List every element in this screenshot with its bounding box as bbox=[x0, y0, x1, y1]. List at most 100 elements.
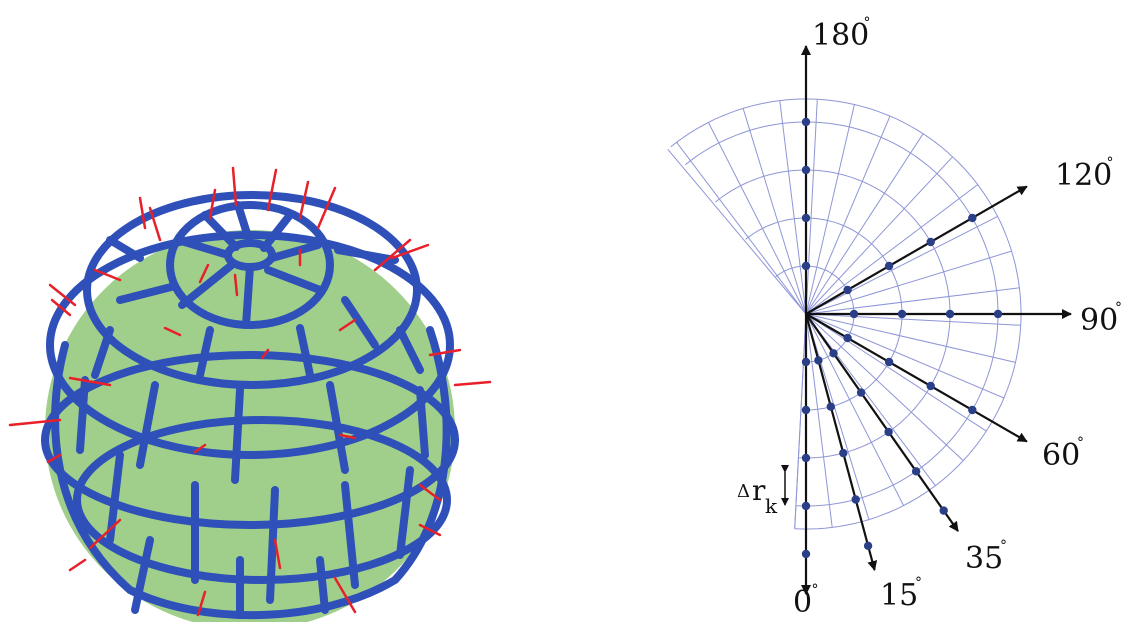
normal-vector bbox=[233, 273, 239, 297]
normal-vector bbox=[198, 263, 210, 284]
polar-grid-radial bbox=[779, 100, 807, 315]
sphere-meridian bbox=[416, 386, 429, 459]
normal-vector bbox=[338, 318, 357, 332]
normal-vector bbox=[88, 518, 122, 550]
angle-label-180: 180 bbox=[812, 18, 869, 53]
sample-point bbox=[884, 427, 893, 437]
normal-vector bbox=[68, 558, 87, 572]
polar-grid-radial bbox=[805, 115, 891, 315]
sphere-meridian bbox=[131, 536, 154, 614]
degree-symbol: ° bbox=[1077, 435, 1084, 451]
sample-point bbox=[863, 541, 873, 550]
sample-point bbox=[939, 506, 948, 515]
sphere-meridian bbox=[341, 481, 359, 589]
polar-grid-radial bbox=[805, 287, 1020, 315]
sphere-meridian bbox=[341, 296, 379, 349]
sample-point bbox=[801, 357, 811, 367]
degree-symbol: ° bbox=[1115, 300, 1122, 316]
polar-grid-radial bbox=[805, 156, 953, 315]
sphere-meridian bbox=[296, 324, 314, 379]
normal-vector bbox=[208, 188, 217, 220]
sphere-meridian bbox=[234, 201, 254, 247]
sample-points bbox=[801, 117, 1003, 559]
angle-labels: 0°15°35°60°90°120°180° bbox=[793, 15, 1122, 620]
angle-label-35: 35 bbox=[965, 541, 1003, 576]
sphere-ring bbox=[83, 191, 421, 389]
sphere-meridian bbox=[106, 236, 144, 262]
degree-symbol: ° bbox=[915, 575, 922, 591]
normal-vector bbox=[231, 166, 238, 207]
sphere-meridian bbox=[396, 466, 414, 559]
sample-point bbox=[814, 356, 823, 365]
degree-symbol: ° bbox=[1000, 538, 1007, 554]
polar-grid-radial bbox=[707, 122, 807, 315]
polar-grid-radial bbox=[805, 313, 833, 528]
normal-vector bbox=[163, 326, 182, 337]
sphere-outline bbox=[51, 326, 451, 620]
normal-vector bbox=[373, 238, 412, 272]
sphere-meridian bbox=[268, 241, 322, 262]
polar-grid-radial bbox=[805, 184, 979, 315]
sample-point bbox=[801, 453, 811, 463]
angle-label-15: 15 bbox=[880, 578, 918, 613]
polar-grid-radial bbox=[805, 104, 855, 315]
polar-grid-radial bbox=[805, 133, 924, 315]
direction-arrow-120 bbox=[805, 185, 1028, 315]
sample-point bbox=[801, 501, 811, 511]
sample-point bbox=[801, 405, 811, 415]
normal-vector bbox=[68, 376, 112, 387]
delta-symbol: Δ bbox=[737, 481, 750, 502]
sample-point bbox=[884, 357, 894, 367]
sphere-meridian bbox=[106, 451, 124, 544]
polar-grid-radial bbox=[805, 99, 818, 315]
sphere-meridian bbox=[326, 381, 349, 474]
normal-vector bbox=[260, 348, 270, 360]
normal-vector bbox=[93, 268, 122, 282]
sample-point bbox=[945, 309, 955, 319]
degree-symbol: ° bbox=[812, 582, 819, 598]
direction-arrow-60 bbox=[805, 313, 1028, 443]
sphere-meridian bbox=[174, 236, 232, 259]
polar-fan-edge bbox=[794, 313, 807, 529]
angle-label-60: 60 bbox=[1042, 438, 1080, 473]
sphere-meridian bbox=[231, 386, 244, 484]
sample-point bbox=[897, 309, 907, 319]
normal-vector bbox=[48, 283, 77, 307]
normal-vector bbox=[333, 576, 357, 614]
sample-point bbox=[801, 261, 811, 271]
sample-point bbox=[843, 333, 852, 343]
polar-diagram: 0°15°35°60°90°120°180° Δ r k bbox=[667, 15, 1122, 620]
sample-point bbox=[826, 402, 835, 411]
polar-grid-radial bbox=[805, 313, 1005, 399]
sample-point bbox=[849, 309, 859, 319]
r-subscript: k bbox=[765, 494, 778, 518]
sphere-meridian bbox=[242, 263, 254, 329]
r-symbol: r bbox=[752, 474, 766, 507]
sample-point bbox=[884, 261, 894, 271]
sample-point bbox=[801, 117, 811, 127]
sphere-meridian bbox=[260, 211, 294, 252]
polar-grid-radial bbox=[805, 313, 905, 506]
normal-vector bbox=[8, 418, 62, 427]
polar-grid-radial bbox=[805, 313, 870, 520]
angle-label-90: 90 bbox=[1080, 303, 1118, 338]
sphere-meridian bbox=[266, 486, 279, 604]
sample-point bbox=[926, 237, 935, 247]
sphere-meridian bbox=[201, 211, 240, 251]
sphere-meridian bbox=[196, 326, 214, 379]
polar-grid-radial bbox=[805, 313, 987, 432]
sample-point bbox=[926, 381, 935, 391]
polar-fan-edge bbox=[667, 148, 807, 315]
polar-grid-arc bbox=[670, 98, 1022, 530]
sphere-ring bbox=[73, 416, 451, 584]
sample-point bbox=[801, 549, 811, 559]
polar-grid bbox=[667, 98, 1022, 530]
normal-vector bbox=[196, 590, 207, 617]
sphere-meridian bbox=[178, 260, 237, 309]
normal-vector bbox=[46, 453, 62, 464]
sphere-ring bbox=[41, 351, 459, 529]
delta-r-indicator: Δ r k bbox=[737, 465, 789, 518]
normal-vector bbox=[338, 433, 357, 440]
normal-vector bbox=[418, 523, 442, 537]
